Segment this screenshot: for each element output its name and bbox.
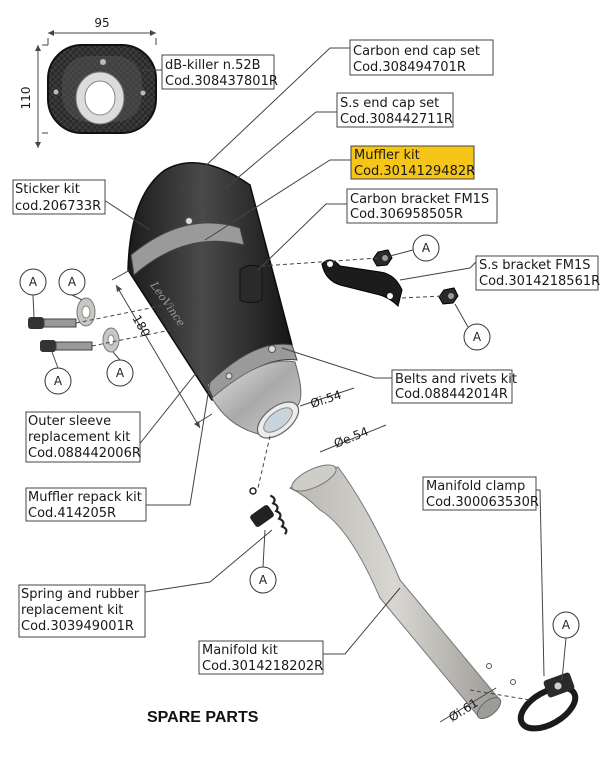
end-cap-view: [47, 44, 157, 134]
spring: [249, 487, 288, 535]
part-name: Manifold kit: [202, 643, 278, 658]
part-name: Sticker kit: [15, 182, 80, 197]
part-code: Cod.088442014R: [395, 387, 508, 402]
callout-a: A: [463, 323, 491, 351]
svg-text:A: A: [422, 241, 431, 255]
manifold-clamp: [517, 672, 579, 732]
callout-a: A: [552, 611, 580, 639]
part-code: Cod.306958505R: [350, 207, 463, 222]
dimension-manifold-diameter: Øi.61: [446, 696, 480, 725]
part-name: S.s bracket FM1S: [479, 258, 591, 273]
part-name: Carbon bracket FM1S: [350, 192, 489, 207]
muffler-body: LeoVince: [127, 162, 302, 439]
label-muffler-kit: Muffler kit Cod.3014129482R: [350, 145, 475, 180]
hardware-left: [28, 297, 120, 353]
dimension-outer-diameter: Øe.54: [332, 424, 371, 450]
dimension-length: 180: [129, 313, 153, 340]
svg-text:A: A: [562, 618, 571, 632]
part-code: Cod.3014129482R: [354, 164, 475, 179]
diagram-title: SPARE PARTS: [147, 709, 259, 726]
dimension-height: 110: [19, 87, 33, 110]
manifold-pipe: [288, 464, 516, 719]
part-code: Cod.308442711R: [340, 112, 453, 127]
endcap-dimensions: 95 110: [19, 16, 157, 148]
part-code: Cod.303949001R: [21, 619, 134, 634]
label-spring-rubber: Spring and rubber replacement kit Cod.30…: [18, 584, 146, 638]
part-name: S.s end cap set: [340, 96, 439, 111]
callout-a: A: [58, 268, 86, 296]
hardware-right: [321, 249, 459, 307]
part-code: Cod.088442006R: [28, 446, 141, 461]
callout-a: A: [44, 367, 72, 395]
part-code: Cod.3014218202R: [202, 659, 323, 674]
label-belts-rivets: Belts and rivets kit Cod.088442014R: [391, 369, 517, 404]
callout-a: A: [19, 268, 47, 296]
svg-text:A: A: [29, 275, 38, 289]
leader-lines: [103, 47, 545, 677]
callout-a: A: [106, 359, 134, 387]
svg-text:A: A: [473, 330, 482, 344]
part-name: Muffler kit: [354, 148, 420, 163]
dimension-width: 95: [94, 16, 109, 30]
label-ss-bracket: S.s bracket FM1S Cod.3014218561R: [475, 255, 600, 291]
part-code: Cod.414205R: [28, 506, 116, 521]
part-name: Manifold clamp: [426, 479, 525, 494]
svg-text:A: A: [54, 374, 63, 388]
label-ss-end-cap: S.s end cap set Cod.308442711R: [336, 92, 454, 128]
label-manifold-clamp: Manifold clamp Cod.300063530R: [422, 476, 539, 511]
svg-text:A: A: [116, 366, 125, 380]
label-manifold-kit: Manifold kit Cod.3014218202R: [198, 640, 324, 675]
part-code: Cod.308437801R: [165, 74, 278, 89]
callout-a: A: [412, 234, 440, 262]
label-outer-sleeve: Outer sleeve replacement kit Cod.0884420…: [25, 411, 141, 463]
part-code: Cod.3014218561R: [479, 274, 600, 289]
part-name: dB-killer n.52B: [165, 58, 261, 73]
callout-connectors: [32, 249, 567, 681]
dimension-inner-diameter: Øi.54: [309, 388, 344, 411]
assembly-dashes: [75, 257, 531, 701]
part-name-2: replacement kit: [28, 430, 130, 445]
callout-a: A: [249, 566, 277, 594]
label-carbon-end-cap: Carbon end cap set Cod.308494701R: [349, 39, 494, 76]
svg-text:A: A: [68, 275, 77, 289]
label-sticker-kit: Sticker kit cod.206733R: [12, 179, 106, 215]
part-code: Cod.300063530R: [426, 495, 539, 510]
part-name: Spring and rubber: [21, 587, 140, 602]
label-db-killer: dB-killer n.52B Cod.308437801R: [161, 54, 278, 90]
part-name-2: replacement kit: [21, 603, 123, 618]
part-code: Cod.308494701R: [353, 60, 466, 75]
label-muffler-repack: Muffler repack kit Cod.414205R: [25, 487, 147, 522]
part-code: cod.206733R: [15, 199, 101, 214]
part-name: Outer sleeve: [28, 414, 111, 429]
callouts: A A A A A A A A: [19, 234, 580, 639]
svg-text:A: A: [259, 573, 268, 587]
label-carbon-bracket: Carbon bracket FM1S Cod.306958505R: [346, 188, 498, 224]
part-name: Muffler repack kit: [28, 490, 142, 505]
part-name: Carbon end cap set: [353, 44, 480, 59]
part-name: Belts and rivets kit: [395, 372, 517, 387]
